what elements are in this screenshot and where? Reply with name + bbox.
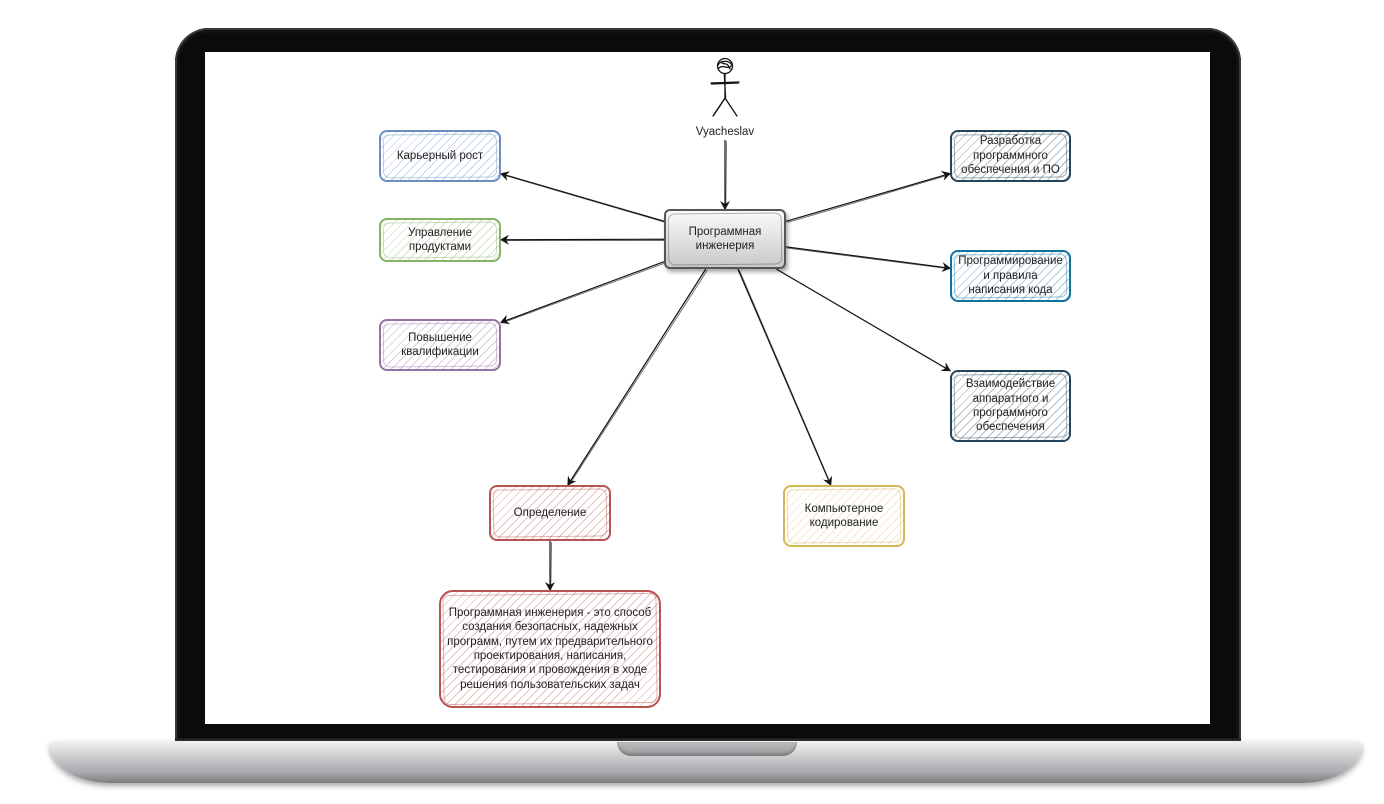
laptop-notch (617, 742, 797, 756)
node-definition-text[interactable]: Программная инженерия - это способ созда… (439, 590, 661, 708)
connector-sketch-center-compcode (739, 270, 832, 486)
node-product-management[interactable]: Управление продуктами (379, 218, 501, 262)
connector-sketch-center-career (501, 174, 666, 223)
stick-figure-icon (710, 57, 740, 117)
diagram-canvas: Vyacheslav Программная инженерия Карьерн… (205, 52, 1210, 724)
actor-label: Vyacheslav (695, 126, 755, 138)
connector-center-coding (785, 246, 951, 273)
connector-sketch-definition-deftext (550, 542, 552, 591)
connector-sketch-center-coding (787, 247, 951, 270)
node-career-growth[interactable]: Карьерный рост (379, 130, 501, 182)
connector-center-definition (567, 268, 707, 486)
connector-sketch-actor-center (725, 141, 727, 210)
connector-sketch-center-dev (787, 174, 951, 223)
node-hardware-software-interaction[interactable]: Взаимодействие аппаратного и программног… (950, 370, 1071, 442)
node-computer-coding[interactable]: Компьютерное кодирование (783, 485, 905, 547)
node-software-engineering[interactable]: Программная инженерия (664, 209, 786, 269)
node-skill-improvement[interactable]: Повышение квалификации (379, 319, 501, 371)
connector-sketch-center-hw (777, 269, 952, 372)
connector-sketch-center-definition (568, 269, 708, 487)
connector-center-dev (785, 171, 951, 222)
node-software-development[interactable]: Разработка программного обеспечения и ПО (950, 130, 1071, 182)
connector-center-product (500, 234, 665, 245)
connector-center-compcode (737, 268, 833, 486)
node-definition[interactable]: Определение (489, 485, 611, 541)
connector-layer (500, 140, 952, 591)
connector-center-skills (500, 261, 665, 325)
connector-center-career (500, 171, 665, 222)
node-programming-rules[interactable]: Программирование и правила написания код… (950, 250, 1071, 302)
connector-sketch-center-skills (501, 262, 666, 324)
